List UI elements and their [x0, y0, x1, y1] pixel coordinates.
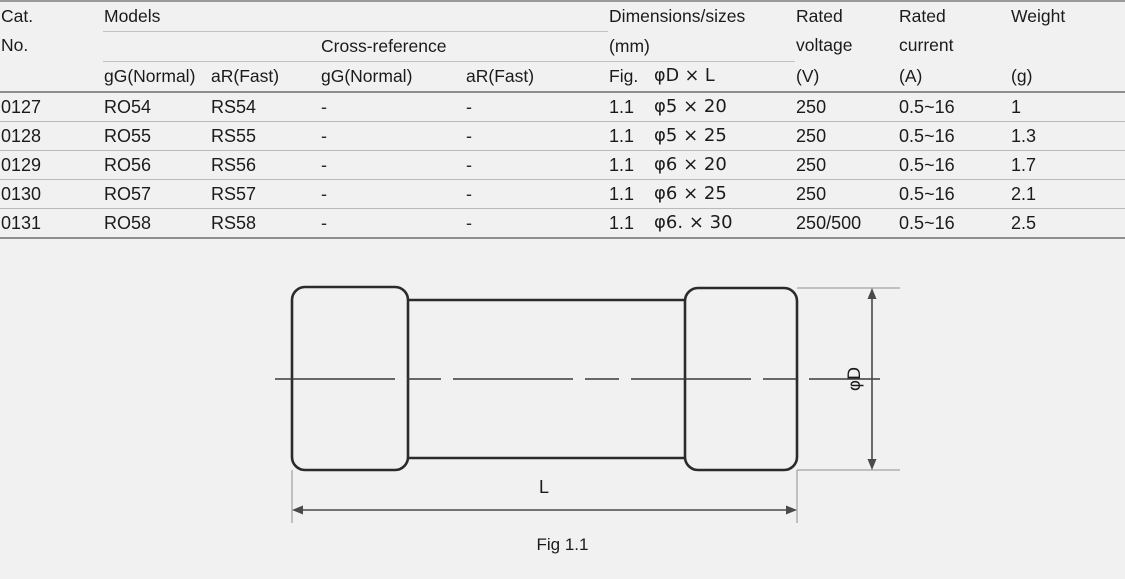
table-row[interactable]: 0128 RO55 RS55 - - 1.1 φ5 × 25 250 0.5~1… — [0, 122, 1125, 151]
cell-weight: 1.3 — [1011, 126, 1037, 146]
cell-size: φ5 × 25 — [654, 125, 727, 146]
cell-models-ar: RS55 — [211, 126, 257, 146]
cell-fig: 1.1 — [609, 155, 635, 175]
header-subcol-xref-ar: aR(Fast) — [466, 66, 535, 86]
header-subcol-weight-unit: (g) — [1011, 65, 1033, 86]
diameter-dimension — [867, 288, 877, 470]
cell-size: φ6 × 20 — [654, 154, 727, 175]
cell-cat-no: 0127 — [1, 97, 42, 117]
table-header-row-2: Cross-reference (mm) — [0, 31, 1125, 62]
cell-rated-voltage: 250 — [796, 155, 827, 175]
cell-fig: 1.1 — [609, 213, 635, 233]
fuse-dimension-diagram: φD L — [0, 255, 1125, 579]
cell-size: φ6 × 25 — [654, 183, 727, 204]
header-weight-spacer — [1010, 31, 1125, 60]
length-dimension — [292, 505, 797, 515]
cell-rated-voltage: 250 — [796, 97, 827, 117]
cell-models-ar: RS58 — [211, 213, 257, 233]
cell-rated-voltage: 250/500 — [796, 213, 862, 233]
header-cat-no: Cat. No. — [0, 0, 103, 62]
cell-xref-ar: - — [466, 97, 472, 117]
header-rated-current: Rated current — [898, 0, 1011, 62]
cell-rated-current: 0.5~16 — [899, 126, 955, 146]
table-header-row-1: Cat. No. Models Dimensions/sizes Rated v… — [0, 0, 1125, 62]
header-cross-reference-label: Cross-reference — [321, 36, 447, 56]
header-dimensions-unit: (mm) — [608, 31, 796, 62]
header-models-spacer — [103, 31, 320, 62]
header-rated-voltage: Rated voltage — [795, 0, 899, 62]
cell-weight: 2.5 — [1011, 213, 1037, 233]
cell-xref-gg: - — [321, 97, 327, 117]
cell-models-ar: RS57 — [211, 184, 257, 204]
header-cat-no-line2: No. — [1, 35, 29, 55]
cell-models-gg: RO56 — [104, 155, 152, 175]
cell-cat-no: 0130 — [1, 184, 42, 204]
header-rated-voltage-line2: voltage — [796, 35, 853, 55]
cell-weight: 2.1 — [1011, 184, 1037, 204]
cell-models-gg: RO57 — [104, 184, 152, 204]
cell-fig: 1.1 — [609, 184, 635, 204]
cell-xref-gg: - — [321, 184, 327, 204]
header-subcol-size: φD × L — [654, 66, 715, 86]
cell-rated-voltage: 250 — [796, 126, 827, 146]
cell-size: φ5 × 20 — [654, 96, 727, 117]
cell-xref-ar: - — [466, 213, 472, 233]
header-rated-current-line2: current — [899, 35, 954, 55]
cell-xref-ar: - — [466, 155, 472, 175]
header-cat-no-line1: Cat. — [1, 6, 34, 26]
specification-table-wrapper: Cat. No. Models Dimensions/sizes Rated v… — [0, 0, 1125, 239]
specification-table: Cat. No. Models Dimensions/sizes Rated v… — [0, 0, 1125, 239]
header-subcol-voltage-unit: (V) — [796, 65, 820, 86]
cell-models-gg: RO58 — [104, 213, 152, 233]
cell-xref-gg: - — [321, 126, 327, 146]
cell-rated-voltage: 250 — [796, 184, 827, 204]
cell-xref-ar: - — [466, 126, 472, 146]
header-rated-current-line1: Rated — [899, 6, 946, 26]
cell-weight: 1 — [1011, 97, 1022, 117]
cell-cat-no: 0129 — [1, 155, 42, 175]
header-weight-line1: Weight — [1011, 6, 1066, 26]
witness-lines — [291, 287, 900, 523]
header-subcol-xref-gg: gG(Normal) — [321, 66, 413, 86]
header-weight: Weight — [1010, 0, 1125, 62]
cell-xref-gg: - — [321, 213, 327, 233]
cell-size: φ6. × 30 — [654, 212, 733, 233]
length-label: L — [539, 477, 549, 497]
table-row[interactable]: 0127 RO54 RS54 - - 1.1 φ5 × 20 250 0.5~1… — [0, 92, 1125, 122]
header-subcol-current-unit: (A) — [899, 65, 923, 86]
table-header-row-3: gG(Normal) aR(Fast) gG(Normal) aR(Fast) … — [0, 62, 1125, 93]
cell-xref-gg: - — [321, 155, 327, 175]
header-subcol-models-ar: aR(Fast) — [211, 66, 280, 86]
header-cross-reference-group: Cross-reference — [320, 31, 609, 62]
header-subcol-models-gg: gG(Normal) — [104, 66, 196, 86]
diameter-label: φD — [845, 367, 865, 391]
cell-fig: 1.1 — [609, 97, 635, 117]
cell-models-gg: RO55 — [104, 126, 152, 146]
cell-models-ar: RS54 — [211, 97, 257, 117]
figure-caption-text: Fig 1.1 — [536, 535, 589, 554]
cell-rated-current: 0.5~16 — [899, 97, 955, 117]
cell-rated-current: 0.5~16 — [899, 213, 955, 233]
cell-models-gg: RO54 — [104, 97, 152, 117]
table-row[interactable]: 0131 RO58 RS58 - - 1.1 φ6. × 30 250/500 … — [0, 209, 1125, 238]
header-subcol-blank — [0, 62, 103, 93]
cell-cat-no: 0131 — [1, 213, 42, 233]
header-rated-voltage-line1: Rated — [796, 6, 843, 26]
cell-models-ar: RS56 — [211, 155, 257, 175]
header-dimensions-line1: Dimensions/sizes — [609, 6, 746, 26]
cell-rated-current: 0.5~16 — [899, 155, 955, 175]
cell-weight: 1.7 — [1011, 155, 1037, 175]
cell-rated-current: 0.5~16 — [899, 184, 955, 204]
table-row[interactable]: 0130 RO57 RS57 - - 1.1 φ6 × 25 250 0.5~1… — [0, 180, 1125, 209]
header-dimensions-line2: (mm) — [609, 35, 650, 56]
table-row[interactable]: 0129 RO56 RS56 - - 1.1 φ6 × 20 250 0.5~1… — [0, 151, 1125, 180]
header-subcol-fig: Fig. — [609, 66, 639, 86]
header-dimensions-group: Dimensions/sizes — [608, 0, 796, 32]
cell-fig: 1.1 — [609, 126, 635, 146]
figure-caption: Fig 1.1 — [0, 535, 1125, 555]
cell-xref-ar: - — [466, 184, 472, 204]
header-models-group-label: Models — [104, 6, 161, 26]
cell-cat-no: 0128 — [1, 126, 42, 146]
header-models-group: Models — [103, 0, 609, 32]
